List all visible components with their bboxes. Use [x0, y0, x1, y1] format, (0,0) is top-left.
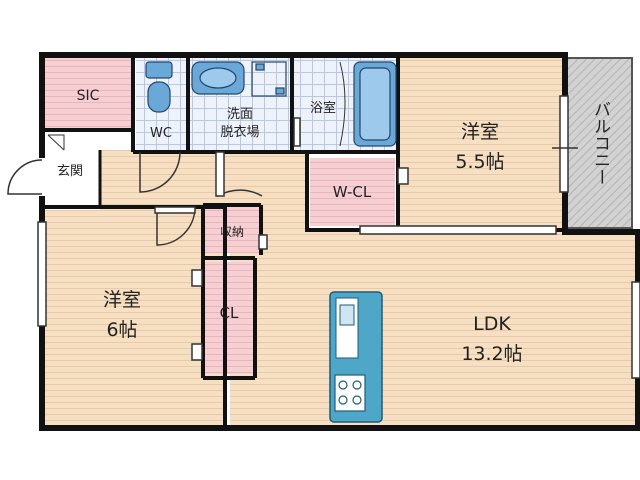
closet-floor: [205, 262, 253, 374]
bedroom1-floor: [400, 58, 562, 228]
doors: [139, 117, 409, 361]
entrance-floor: [45, 150, 100, 205]
washing-machine-icon: [251, 61, 287, 97]
bedroom2-name: 洋室: [103, 289, 141, 311]
stove-icon: [334, 374, 366, 412]
sic-floor: [45, 58, 131, 130]
ldk-size: 13.2帖: [461, 343, 522, 365]
bathtub-icon: [353, 61, 397, 147]
storage-floor: [205, 207, 259, 253]
bedroom1-size: 5.5帖: [455, 151, 504, 173]
wash-label-2: 脱衣場: [220, 124, 259, 140]
wcl-label: W-CL: [333, 183, 372, 201]
wash-label-1: 洗面: [227, 107, 253, 122]
bath-label: 浴室: [310, 100, 336, 116]
ldk-name: LDK: [473, 313, 511, 335]
washbasin-icon: [191, 61, 245, 95]
ldk-floor: [230, 232, 635, 425]
balcony-label: バルコニー: [590, 101, 610, 186]
entrance-label: 玄関: [57, 164, 83, 179]
storage-label: 収納: [220, 225, 244, 239]
bedroom2-size: 6帖: [106, 319, 137, 341]
wc-label: WC: [150, 126, 172, 141]
wcl-floor: [310, 158, 395, 226]
bedroom1-name: 洋室: [461, 121, 499, 143]
sic-label: SIC: [77, 88, 100, 104]
bedroom2-floor: [45, 210, 223, 425]
toilet-icon: [145, 61, 173, 113]
balcony-floor: [566, 58, 632, 228]
closet-label: CL: [220, 304, 239, 322]
